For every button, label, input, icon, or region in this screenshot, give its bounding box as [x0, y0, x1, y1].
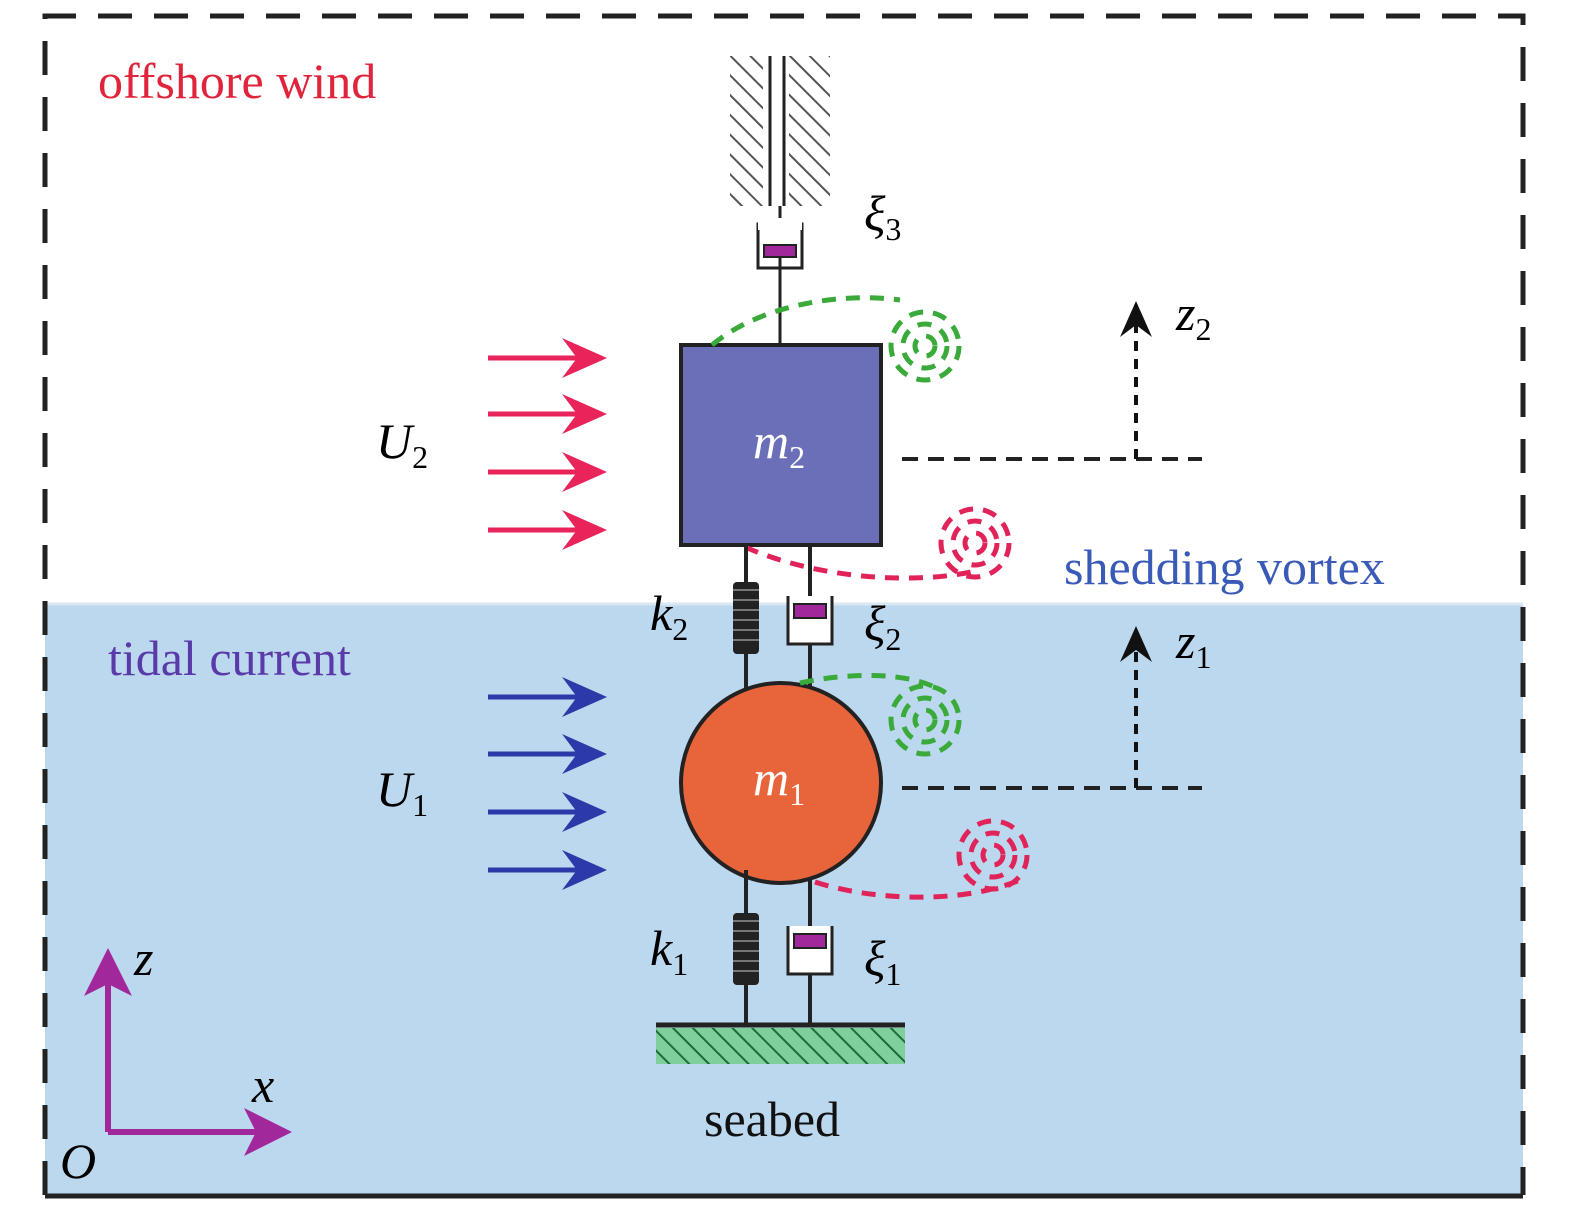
axis-x-label: x — [251, 1057, 274, 1113]
z1-indicator — [902, 626, 1202, 790]
lower-mass-label: m1 — [753, 750, 805, 812]
vortex-upper-green — [710, 295, 962, 383]
damper-upper-label: ξ2 — [864, 595, 901, 657]
tidal-current-label: tidal current — [108, 630, 351, 686]
damper-top — [756, 206, 804, 345]
top-support — [730, 56, 830, 206]
seabed-ground — [656, 1022, 905, 1064]
upper-mass-box — [679, 343, 883, 547]
damper-lower-label: ξ1 — [864, 930, 901, 992]
axis-z-label: z — [133, 930, 153, 986]
z2-label: z2 — [1175, 285, 1211, 347]
vortex-upper-red — [743, 506, 1012, 581]
wind-flow-label: U2 — [376, 413, 428, 475]
vortex-lower-red — [814, 818, 1030, 900]
origin-label: O — [60, 1133, 96, 1189]
current-flow-label: U1 — [376, 761, 428, 823]
spring-upper-label: k2 — [650, 585, 688, 647]
current-arrows — [488, 677, 607, 890]
spring-upper — [733, 545, 759, 690]
seabed-label: seabed — [704, 1091, 840, 1147]
damper-top-label: ξ3 — [864, 185, 901, 247]
offshore-wind-label: offshore wind — [98, 53, 376, 109]
boundary-dashed — [42, 13, 1526, 1195]
lower-mass-circle — [679, 681, 883, 885]
shedding-vortex-label: shedding vortex — [1064, 539, 1385, 595]
damper-upper — [786, 545, 834, 690]
coordinate-axes — [84, 948, 292, 1156]
vortex-lower-green — [799, 672, 962, 757]
damper-lower — [786, 880, 834, 1025]
spring-lower — [733, 870, 759, 1025]
z1-label: z1 — [1175, 613, 1211, 675]
z2-indicator — [902, 301, 1202, 461]
upper-mass-label: m2 — [753, 413, 805, 475]
spring-lower-label: k1 — [650, 920, 688, 982]
wind-arrows — [488, 338, 607, 550]
